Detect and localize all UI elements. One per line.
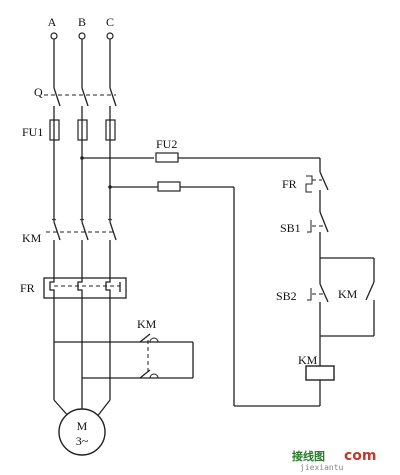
watermark-logo: 接线图 com jiexiantu (292, 448, 377, 472)
control-fr-contact: FR (282, 158, 329, 212)
motor-symbol (58, 408, 106, 456)
phase-label-c: C (106, 15, 114, 29)
switch-q: Q (34, 85, 117, 118)
fuse-fu2 (155, 152, 179, 163)
coil-km-label: KM (298, 353, 318, 367)
stop-button-label: SB1 (280, 221, 301, 235)
motor-type: 3~ (76, 434, 89, 448)
fuse-fu2-label: FU2 (156, 137, 177, 151)
phase-label-b: B (78, 15, 86, 29)
phase-lines-upper (53, 39, 111, 88)
fuse-fu2-b (157, 181, 181, 192)
aux-km-label: KM (137, 317, 157, 331)
overload-fr: FR (20, 277, 127, 299)
control-sb1: SB1 (280, 211, 329, 258)
contactor-km-label: KM (22, 231, 42, 245)
holding-km-label: KM (338, 287, 358, 301)
fuse-fu1-label: FU1 (22, 125, 43, 139)
svg-text:接线图: 接线图 (292, 449, 325, 463)
control-taps: FU2 (82, 137, 320, 407)
aux-contacts-branch: KM (54, 317, 194, 379)
contactor-km-main: KM (22, 218, 117, 278)
phase-label-a: A (48, 15, 57, 29)
motor-name: M (77, 419, 88, 433)
terminal-a (50, 32, 58, 40)
control-km-coil: KM (298, 353, 335, 406)
motor-m: M 3~ (53, 399, 111, 456)
svg-text:com: com (344, 448, 377, 464)
control-sb2-hold: SB2 KM (276, 257, 375, 354)
fuse-fu1: FU1 (22, 118, 116, 141)
phase-lines-lower (53, 298, 111, 400)
control-fr-label: FR (282, 177, 297, 191)
phase-lines-middle (53, 140, 112, 222)
overload-fr-label: FR (20, 281, 35, 295)
switch-q-label: Q (34, 85, 43, 99)
coil-km (305, 365, 335, 381)
phase-terminals: A B C (48, 15, 114, 40)
terminal-b (78, 32, 86, 40)
svg-text:jiexiantu: jiexiantu (300, 463, 344, 472)
terminal-c (106, 32, 114, 40)
start-button-label: SB2 (276, 289, 297, 303)
